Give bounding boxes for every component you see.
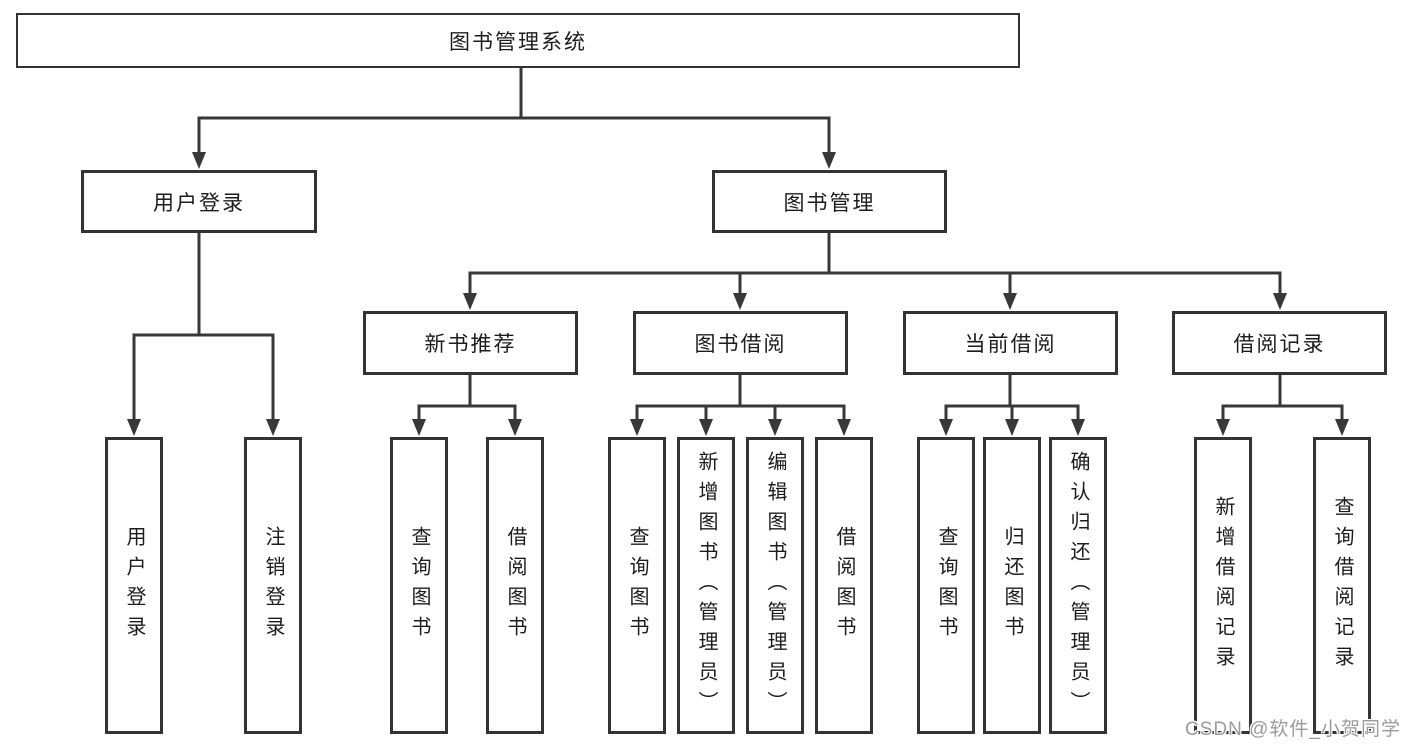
leaf-label: 新增图书（管理员） <box>695 450 717 721</box>
node-label: 用户登录 <box>153 191 245 215</box>
node-label: 图书管理 <box>783 191 876 215</box>
leaf-label: 查询图书 <box>935 525 957 646</box>
node-label: 借阅记录 <box>1233 333 1326 356</box>
leaf-label: 注销登录 <box>262 525 284 646</box>
leaf-return-books: 归还图书 <box>983 437 1041 734</box>
leaf-add-borrow-record: 新增借阅记录 <box>1194 437 1252 734</box>
leaf-label: 查询借阅记录 <box>1331 495 1353 676</box>
connector-current-borrowing-to-leaves <box>939 373 1085 436</box>
node-label: 新书推荐 <box>424 333 517 356</box>
leaf-label: 新增借阅记录 <box>1212 495 1234 676</box>
connector-book-borrowing-to-leaves <box>630 373 851 436</box>
leaf-label: 借阅图书 <box>504 525 526 646</box>
node-book-management: 图书管理 <box>712 170 947 233</box>
leaf-query-borrow-record: 查询借阅记录 <box>1313 437 1371 734</box>
watermark: CSDN @软件_小贺同学 <box>1185 719 1401 740</box>
leaf-query-books-newbook: 查询图书 <box>390 437 448 734</box>
node-label: 当前借阅 <box>964 333 1057 356</box>
leaf-label: 查询图书 <box>408 525 430 646</box>
leaf-borrow-books-borrow: 借阅图书 <box>815 437 873 734</box>
connector-root-to-level2 <box>192 66 836 169</box>
connector-borrow-records-to-leaves <box>1216 373 1349 436</box>
leaf-label: 查询图书 <box>626 525 648 646</box>
leaf-label: 确认归还（管理员） <box>1067 450 1089 721</box>
node-borrowing-records: 借阅记录 <box>1172 311 1387 375</box>
leaf-query-books-borrow: 查询图书 <box>608 437 666 734</box>
connector-book-management-to-level3 <box>463 231 1287 310</box>
node-book-borrowing: 图书借阅 <box>633 311 848 375</box>
leaf-query-books-current: 查询图书 <box>917 437 975 734</box>
leaf-label: 用户登录 <box>123 525 145 646</box>
node-label: 图书管理系统 <box>449 30 587 54</box>
leaf-user-login: 用户登录 <box>105 437 163 734</box>
leaf-confirm-return-admin: 确认归还（管理员） <box>1049 437 1107 734</box>
leaf-logout: 注销登录 <box>244 437 302 734</box>
node-label: 图书借阅 <box>694 333 787 356</box>
leaf-add-book-admin: 新增图书（管理员） <box>677 437 735 734</box>
node-library-system: 图书管理系统 <box>16 13 1020 68</box>
leaf-label: 编辑图书（管理员） <box>764 450 786 721</box>
connector-user-login-to-leaves <box>127 231 280 436</box>
node-current-borrowing: 当前借阅 <box>903 311 1118 375</box>
leaf-label: 归还图书 <box>1001 525 1023 646</box>
node-user-login: 用户登录 <box>81 170 317 233</box>
node-new-book-recommend: 新书推荐 <box>363 311 578 375</box>
leaf-edit-book-admin: 编辑图书（管理员） <box>746 437 804 734</box>
connector-new-book-to-leaves <box>412 373 522 436</box>
leaf-label: 借阅图书 <box>833 525 855 646</box>
leaf-borrow-books-newbook: 借阅图书 <box>486 437 544 734</box>
